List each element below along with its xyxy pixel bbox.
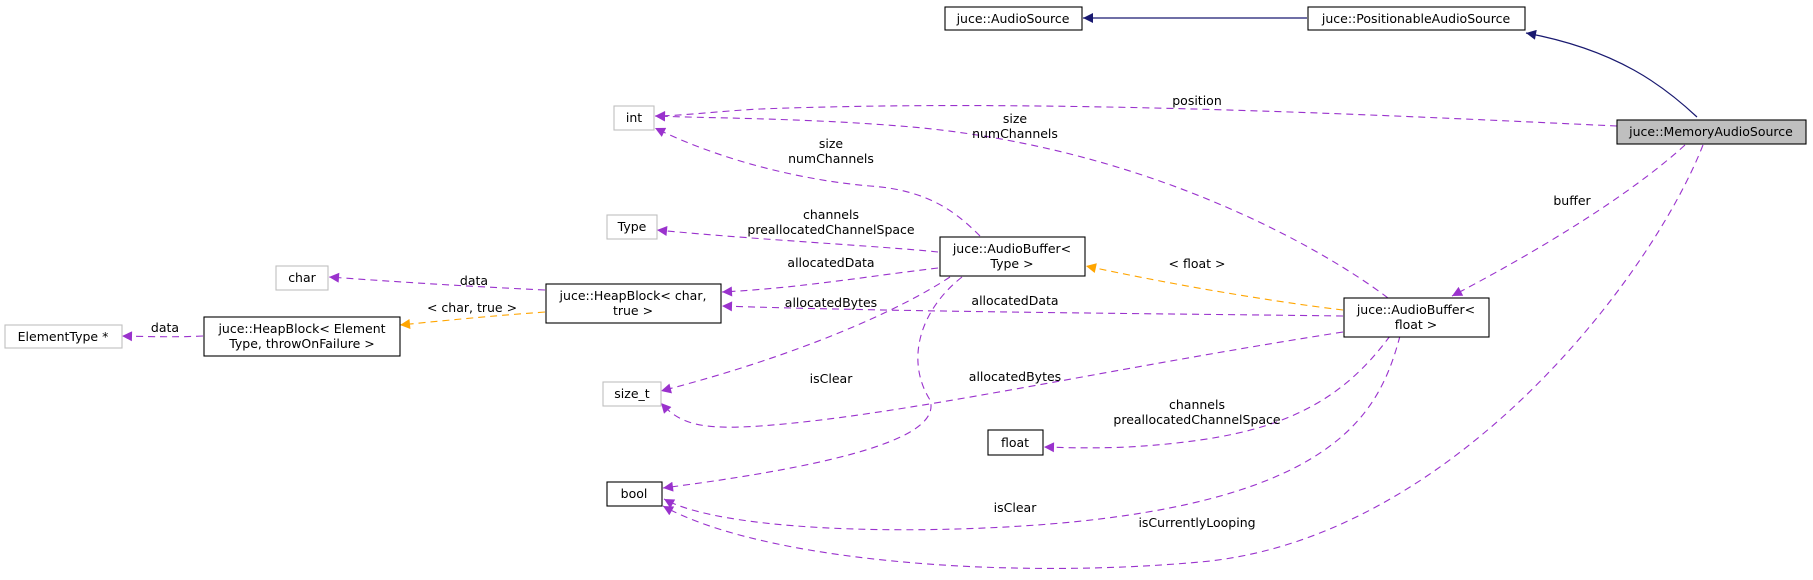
svg-text:juce::HeapBlock< Element: juce::HeapBlock< Element <box>217 321 385 336</box>
node-audio-source[interactable]: juce::AudioSource <box>944 6 1083 31</box>
svg-text:true >: true > <box>613 303 653 318</box>
label-isclear-float: isClear <box>994 500 1038 515</box>
label-allocatedbytes-type: allocatedBytes <box>785 295 877 310</box>
label-allocateddata-float: allocatedData <box>971 293 1058 308</box>
label-data-char: data <box>460 273 488 288</box>
svg-text:juce::AudioBuffer<: juce::AudioBuffer< <box>952 241 1071 256</box>
node-memory-audio-source: juce::MemoryAudioSource <box>1616 119 1807 145</box>
label-isclear-type: isClear <box>810 371 854 386</box>
node-char: char <box>275 265 329 291</box>
edge-channels-type <box>656 225 939 253</box>
svg-text:juce::AudioBuffer<: juce::AudioBuffer< <box>1356 302 1475 317</box>
label-numchannels-float: numChannels <box>972 126 1058 141</box>
label-prealloc-float: preallocatedChannelSpace <box>1113 412 1281 427</box>
svg-text:ElementType *: ElementType * <box>18 329 109 344</box>
edge-size-numchannels-float <box>654 111 1389 299</box>
svg-text:int: int <box>626 110 642 125</box>
edge-position <box>654 105 1618 127</box>
svg-text:juce::MemoryAudioSource: juce::MemoryAudioSource <box>1628 124 1793 139</box>
label-buffer: buffer <box>1553 193 1591 208</box>
svg-text:size_t: size_t <box>614 386 649 401</box>
svg-text:float: float <box>1001 435 1029 450</box>
svg-text:bool: bool <box>621 486 648 501</box>
label-template-float: < float > <box>1169 256 1226 271</box>
label-iscurrentlylooping: isCurrentlyLooping <box>1138 515 1255 530</box>
edge-allocatedbytes-type <box>660 276 951 394</box>
node-bool[interactable]: bool <box>606 481 663 507</box>
node-type: Type <box>606 214 658 240</box>
svg-text:juce::AudioSource: juce::AudioSource <box>956 11 1070 26</box>
edge-isclear-float <box>663 335 1401 531</box>
label-allocateddata-type: allocatedData <box>787 255 874 270</box>
label-allocatedbytes-float: allocatedBytes <box>969 369 1061 384</box>
svg-text:Type: Type <box>617 219 647 234</box>
label-prealloc-type: preallocatedChannelSpace <box>747 222 915 237</box>
edge-data-char <box>328 272 546 291</box>
edge-template-char-true <box>399 311 546 329</box>
edge-iscurrentlylooping <box>662 144 1704 569</box>
svg-text:char: char <box>288 270 316 285</box>
svg-text:juce::PositionableAudioSource: juce::PositionableAudioSource <box>1321 11 1511 26</box>
edge-isclear-type <box>662 276 963 492</box>
label-channels-type: channels <box>803 207 859 222</box>
svg-text:juce::HeapBlock< char,: juce::HeapBlock< char, <box>559 288 707 303</box>
edge-channels-float <box>1043 335 1391 453</box>
node-audiobuffer-float[interactable]: juce::AudioBuffer< float > <box>1343 297 1490 338</box>
node-audiobuffer-type[interactable]: juce::AudioBuffer< Type > <box>939 236 1086 277</box>
node-int: int <box>613 105 655 131</box>
node-positionable-audio-source[interactable]: juce::PositionableAudioSource <box>1307 6 1526 31</box>
edge-data-elementtype <box>121 331 204 342</box>
node-float[interactable]: float <box>987 429 1044 456</box>
edge-memory-to-positionable <box>1525 29 1698 118</box>
svg-text:Type, throwOnFailure >: Type, throwOnFailure > <box>228 336 375 351</box>
edge-template-float <box>1085 263 1344 311</box>
edge-buffer <box>1451 144 1686 297</box>
node-size-t: size_t <box>602 381 662 407</box>
label-channels-float: channels <box>1169 397 1225 412</box>
svg-text:Type >: Type > <box>989 256 1033 271</box>
edge-allocateddata-type <box>721 267 939 297</box>
node-heapblock-elementtype[interactable]: juce::HeapBlock< Element Type, throwOnFa… <box>203 316 401 357</box>
label-size-type: size <box>819 136 844 151</box>
label-position: position <box>1172 93 1222 108</box>
node-heapblock-char-true[interactable]: juce::HeapBlock< char, true > <box>545 283 722 324</box>
node-element-type-pointer: ElementType * <box>4 324 123 349</box>
label-template-char-true: < char, true > <box>427 300 517 315</box>
edge-size-numchannels-type <box>654 127 981 237</box>
svg-text:float >: float > <box>1395 317 1438 332</box>
label-numchannels-type: numChannels <box>788 151 874 166</box>
label-data-elementtype: data <box>151 320 179 335</box>
label-size-float: size <box>1003 111 1028 126</box>
edge-allocatedbytes-float <box>660 331 1344 428</box>
